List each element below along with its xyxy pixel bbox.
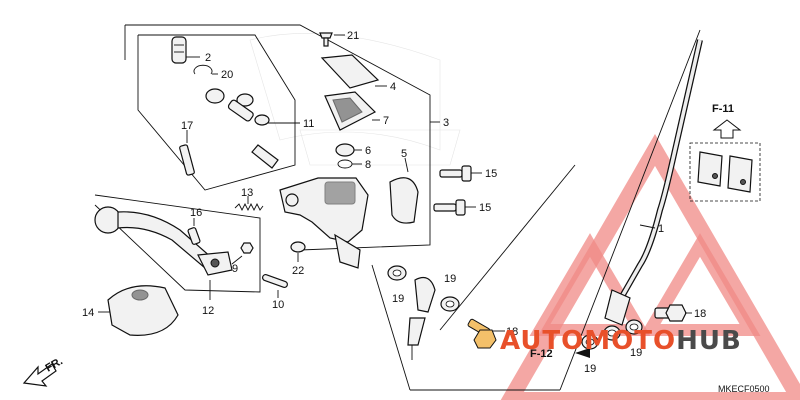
callout-18-left: 18	[506, 326, 518, 338]
part-11-piston-set[interactable]	[205, 88, 300, 169]
callout-4: 4	[390, 81, 396, 93]
lever-box-outline	[94, 194, 261, 293]
part-19-washer-e[interactable]	[625, 319, 643, 335]
callout-19-d: 19	[630, 347, 642, 359]
watermark-text-part-b: HUB	[676, 326, 742, 356]
callout-10: 10	[272, 299, 284, 311]
callout-21: 21	[347, 30, 359, 42]
part-1-brake-hose[interactable]	[604, 39, 703, 326]
front-label: FR.	[44, 355, 65, 374]
part-9-nut[interactable]	[231, 242, 254, 265]
assembly-box-outline	[124, 24, 431, 251]
callout-19-c: 19	[584, 363, 596, 375]
part-17-bolt[interactable]	[179, 130, 195, 176]
front-direction-arrow-icon	[22, 363, 57, 387]
master-cylinder-body[interactable]	[279, 177, 369, 269]
part-8-o-ring[interactable]	[337, 159, 362, 169]
brand-emblem-background	[249, 33, 461, 166]
callout-18-right: 18	[694, 308, 706, 320]
part-19-washer-b[interactable]	[440, 296, 460, 312]
part-5-holder[interactable]	[389, 157, 419, 224]
callout-8: 8	[365, 159, 371, 171]
ref-f12-label: F-12	[530, 348, 553, 360]
part-22-collar[interactable]	[290, 241, 306, 262]
callout-19-a: 19	[392, 293, 404, 305]
callout-20: 20	[221, 69, 233, 81]
watermark-text: AUTOMOTOHUB	[500, 326, 742, 356]
f11-arrow-icon	[712, 119, 742, 139]
callout-12: 12	[202, 305, 214, 317]
part-13-spring[interactable]	[234, 196, 264, 212]
part-2-boot[interactable]	[171, 36, 200, 64]
watermark-text-part-a: AUTOMOTO	[500, 326, 676, 356]
callout-13: 13	[241, 187, 253, 199]
part-16-pivot-bolt[interactable]	[187, 218, 201, 245]
callout-11: 11	[303, 118, 314, 130]
callout-2: 2	[205, 52, 211, 64]
part-15-bolt-lower[interactable]	[433, 199, 476, 216]
callout-15-upper: 15	[485, 168, 497, 180]
part-15-bolt-upper[interactable]	[439, 165, 482, 182]
callout-6: 6	[365, 145, 371, 157]
hose-dashed-boundary	[371, 29, 701, 391]
part-19-washer-a[interactable]	[387, 265, 407, 281]
part-6-diaphragm[interactable]	[335, 143, 362, 157]
callout-22: 22	[292, 265, 304, 277]
callout-19-b: 19	[444, 273, 456, 285]
part-18-bolt-left[interactable]	[467, 318, 505, 349]
watermark-logo	[500, 134, 800, 400]
part-21-screw[interactable]	[319, 32, 345, 47]
callout-17: 17	[181, 120, 193, 132]
part-18-bolt-right[interactable]	[654, 304, 692, 322]
part-12-brake-lever[interactable]	[94, 206, 233, 300]
part-10-pin[interactable]	[262, 273, 288, 298]
callout-3: 3	[443, 117, 449, 129]
part-20-circlip[interactable]	[193, 64, 218, 75]
callout-9: 9	[232, 263, 238, 275]
hose-upper-banjo[interactable]	[407, 277, 436, 360]
part-19-washer-d[interactable]	[603, 325, 621, 341]
callout-14: 14	[82, 307, 94, 319]
callout-5: 5	[401, 148, 407, 160]
callout-16: 16	[190, 207, 202, 219]
callout-15-lower: 15	[479, 202, 491, 214]
ref-f11-label: F-11	[712, 103, 734, 115]
f11-reference-panel	[689, 119, 761, 202]
part-7-diaphragm-plate[interactable]	[324, 91, 380, 131]
f12-arrow-icon	[575, 348, 590, 358]
diagram-code: MKECF0500	[718, 384, 770, 394]
callout-7: 7	[383, 115, 389, 127]
part-4-reservoir-cap[interactable]	[320, 54, 387, 89]
part-14-lever-cover[interactable]	[98, 285, 179, 336]
callout-1: 1	[658, 223, 664, 235]
